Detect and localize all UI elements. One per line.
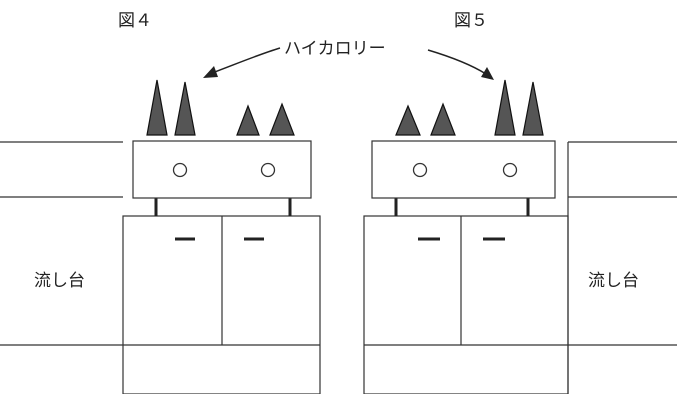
low-flame-icon xyxy=(395,104,421,136)
stove-knob xyxy=(172,162,188,178)
left-arrowhead xyxy=(203,66,218,78)
sink-label: 流し台 xyxy=(588,271,639,291)
high-flame-icon xyxy=(494,79,516,136)
figure-4: 流し台 xyxy=(0,79,321,394)
gas-stove xyxy=(132,140,312,199)
low-flame-icon xyxy=(269,102,295,136)
gas-stove xyxy=(371,140,556,199)
low-flame-icon xyxy=(236,104,260,136)
left-arrow xyxy=(211,47,281,74)
figure-5-caption: 図５ xyxy=(454,11,488,31)
high-flame-icon xyxy=(146,79,168,136)
figure-5: 流し台 xyxy=(363,79,677,394)
figure-4-caption: 図４ xyxy=(118,11,152,31)
right-arrow xyxy=(427,49,487,75)
stove-cabinet xyxy=(363,215,569,394)
high-flame-icon xyxy=(522,81,544,136)
stove-knob xyxy=(412,162,428,178)
high-flame-icon xyxy=(174,81,196,136)
low-flame-icon xyxy=(430,102,456,136)
high-calorie-label: ハイカロリー xyxy=(284,39,386,59)
sink-label: 流し台 xyxy=(34,271,85,291)
stove-knob xyxy=(260,162,276,178)
right-arrowhead xyxy=(481,67,494,80)
stove-knob xyxy=(502,162,518,178)
